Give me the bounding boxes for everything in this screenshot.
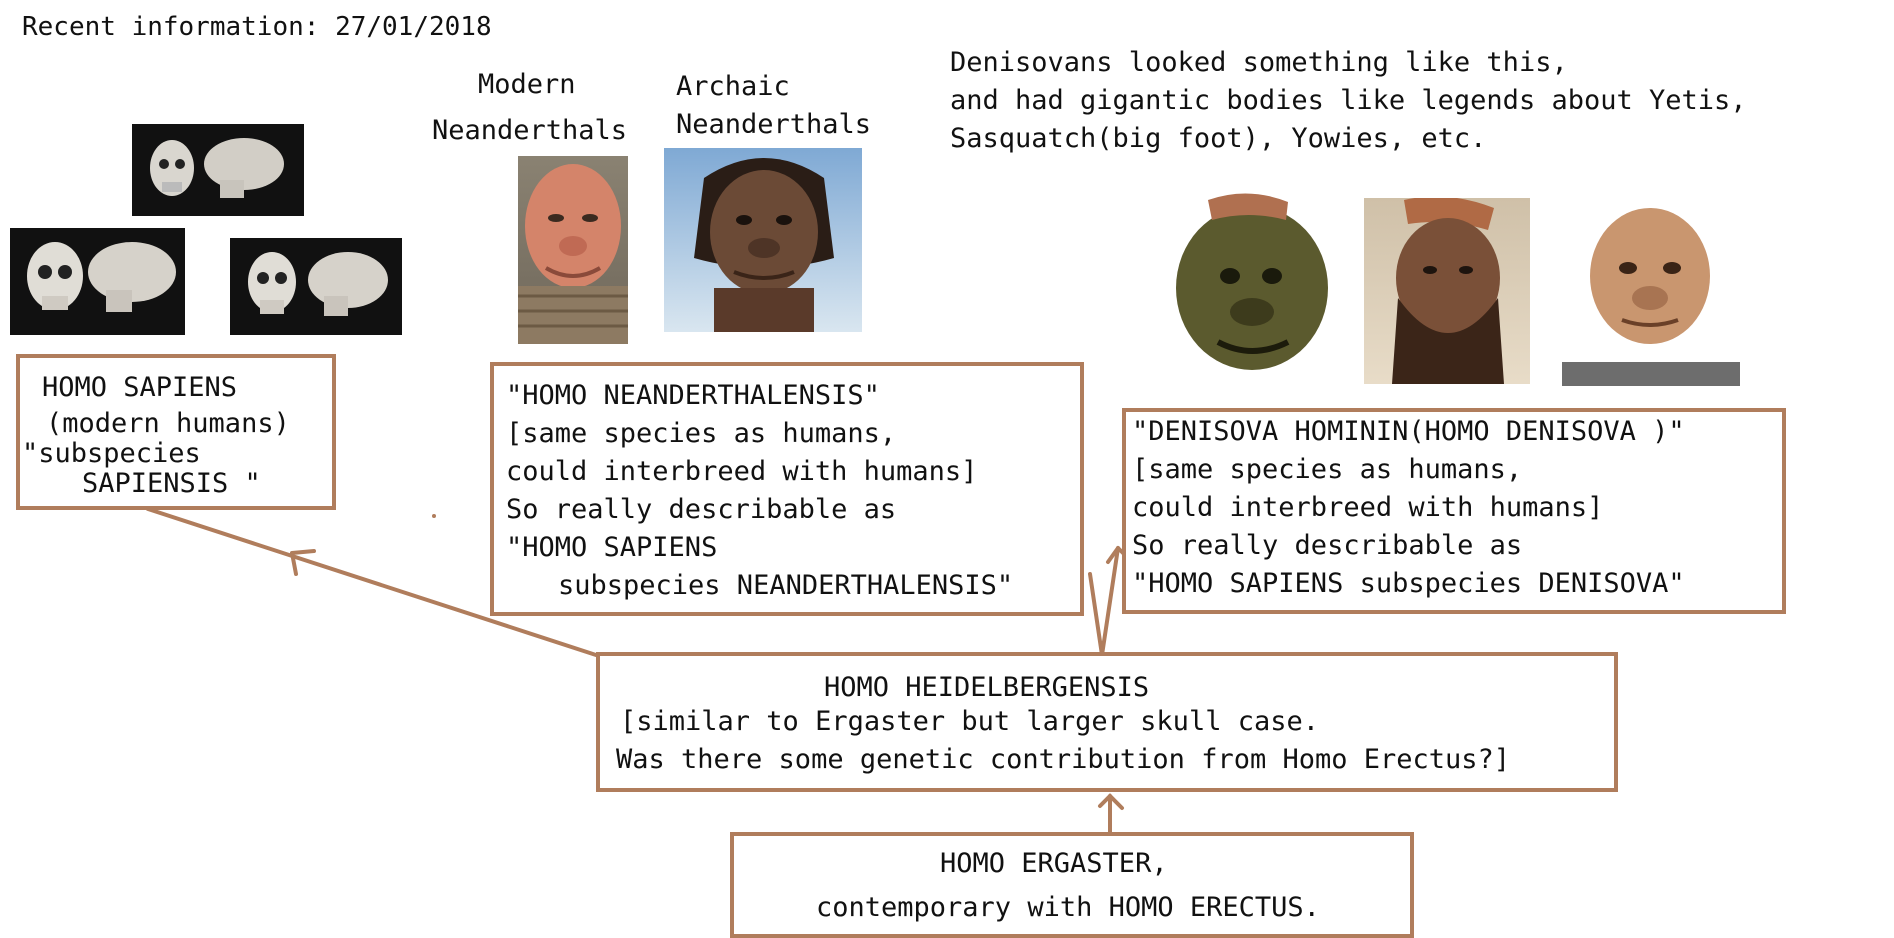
neanderthalensis-line1: "HOMO NEANDERTHALENSIS" — [506, 380, 880, 411]
denisova-line3: could interbreed with humans] — [1132, 492, 1604, 523]
modern-label-line2: Neanderthals — [432, 115, 628, 146]
homo-sapiens-line4: SAPIENSIS " — [82, 468, 261, 499]
neanderthalensis-line6: subspecies NEANDERTHALENSIS" — [558, 570, 1014, 601]
denisovan-note-line1: Denisovans looked something like this, — [950, 47, 1568, 78]
homo-sapiens-line2: (modern humans) — [46, 408, 290, 439]
homo-sapiens-line3: "subspecies — [22, 438, 201, 469]
denisovan-image-3 — [1562, 194, 1740, 386]
recent-info-text: Recent information: 27/01/2018 — [22, 12, 492, 42]
homo-sapiens-line1: HOMO SAPIENS — [42, 372, 238, 403]
denisovan-note-line2: and had gigantic bodies like legends abo… — [950, 85, 1747, 116]
homo-heidelbergensis-box: HOMO HEIDELBERGENSIS [similar to Ergaste… — [596, 652, 1618, 792]
modern-neanderthal-image — [518, 156, 628, 344]
arrow-heidelbergensis-to-neanderthalensis — [1088, 572, 1104, 657]
neanderthalensis-line2: [same species as humans, — [506, 418, 897, 449]
skull-photo-a — [132, 124, 304, 216]
denisova-line5: "HOMO SAPIENS subspecies DENISOVA" — [1132, 568, 1685, 599]
denisovan-note-line3: Sasquatch(big foot), Yowies, etc. — [950, 123, 1487, 154]
archaic-label-line1: Archaic — [676, 71, 790, 102]
archaic-neanderthal-image — [664, 148, 862, 332]
denisovan-image-2 — [1364, 198, 1530, 384]
denisovan-image-1 — [1168, 190, 1334, 374]
neanderthalensis-line5: "HOMO SAPIENS — [506, 532, 718, 563]
archaic-label-line2: Neanderthals — [676, 109, 872, 140]
denisova-hominin-box: "DENISOVA HOMININ(HOMO DENISOVA )" [same… — [1122, 408, 1786, 614]
homo-neanderthalensis-box: "HOMO NEANDERTHALENSIS" [same species as… — [490, 362, 1084, 616]
neanderthalensis-line3: could interbreed with humans] — [506, 456, 978, 487]
denisova-line4: So really describable as — [1132, 530, 1523, 561]
ergaster-line1: HOMO ERGASTER, — [940, 848, 1168, 879]
stray-dot — [432, 514, 436, 518]
skull-photo-c — [230, 238, 402, 335]
homo-sapiens-box: HOMO SAPIENS (modern humans) "subspecies… — [16, 354, 336, 510]
modern-label-line1: Modern — [478, 69, 576, 100]
denisova-line1: "DENISOVA HOMININ(HOMO DENISOVA )" — [1132, 416, 1685, 447]
ergaster-line2: contemporary with HOMO ERECTUS. — [816, 892, 1320, 923]
denisova-line2: [same species as humans, — [1132, 454, 1523, 485]
skull-photo-b — [10, 228, 185, 335]
neanderthalensis-line4: So really describable as — [506, 494, 897, 525]
arrowhead-heidelbergensis — [1098, 793, 1124, 810]
arrowhead-sapiens — [290, 549, 316, 576]
heidelbergensis-line1: HOMO HEIDELBERGENSIS — [824, 672, 1150, 703]
arrow-heidelbergensis-to-denisova — [1100, 546, 1120, 657]
heidelbergensis-line2: [similar to Ergaster but larger skull ca… — [620, 706, 1319, 737]
heidelbergensis-line3: Was there some genetic contribution from… — [616, 744, 1511, 775]
homo-ergaster-box: HOMO ERGASTER, contemporary with HOMO ER… — [730, 832, 1414, 938]
